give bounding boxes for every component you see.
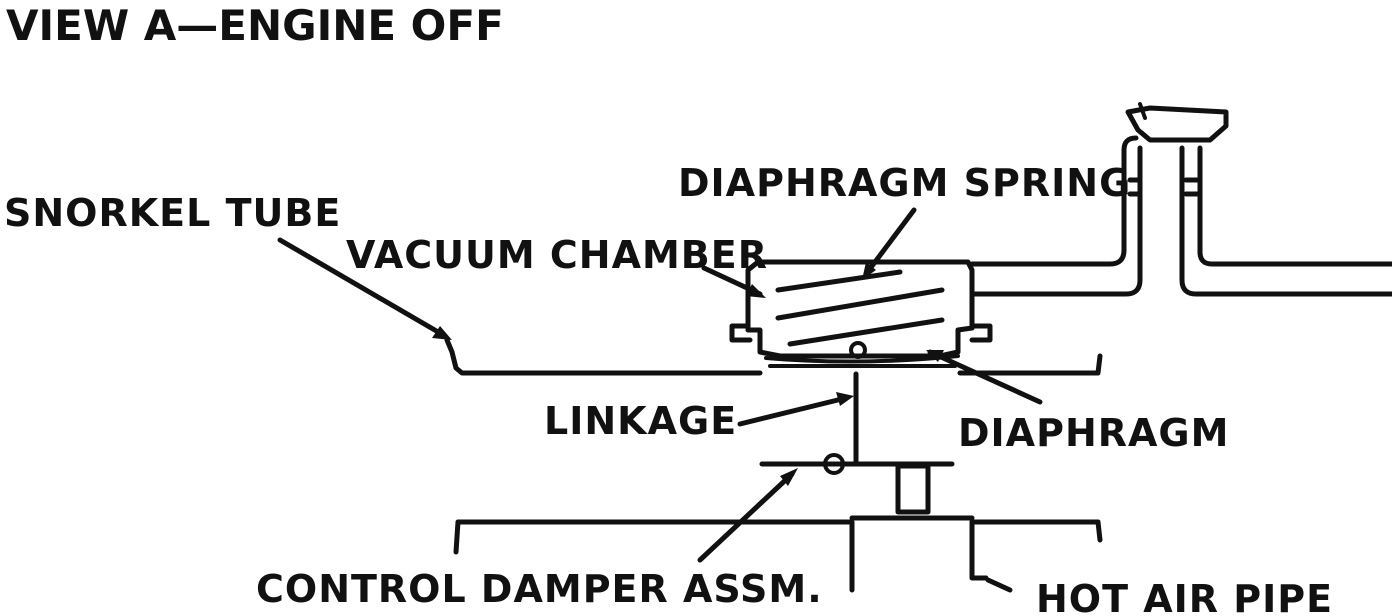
linkage-leader: [737, 392, 854, 427]
label-hot-air-pipe: HOT AIR PIPE: [1036, 577, 1333, 616]
label-diaphragm: DIAPHRAGM: [958, 411, 1229, 455]
label-diaphragm-spring: DIAPHRAGM SPRING: [678, 161, 1131, 205]
label-linkage: LINKAGE: [544, 399, 737, 443]
snorkel-tube-leader: [277, 237, 452, 340]
snorkel-tube-outline: [444, 337, 1103, 376]
label-vacuum-chamber: VACUUM CHAMBER: [346, 233, 768, 277]
control-damper-leader: [697, 468, 798, 563]
diaphragm-leader: [926, 349, 1043, 405]
label-snorkel-tube: SNORKEL TUBE: [4, 191, 341, 235]
vacuum-chamber-leader: [701, 265, 766, 298]
diagram-title: VIEW A—ENGINE OFF: [6, 1, 504, 50]
hot-air-pipe-leader: [985, 577, 1013, 593]
diaphragm-spring-leader: [862, 207, 917, 280]
label-control-damper: CONTROL DAMPER ASSM.: [256, 567, 823, 611]
hot-air-pipe-outline: [453, 463, 1103, 593]
vacuum-hose: [969, 102, 1392, 297]
vacuum-chamber-housing: [729, 259, 993, 368]
